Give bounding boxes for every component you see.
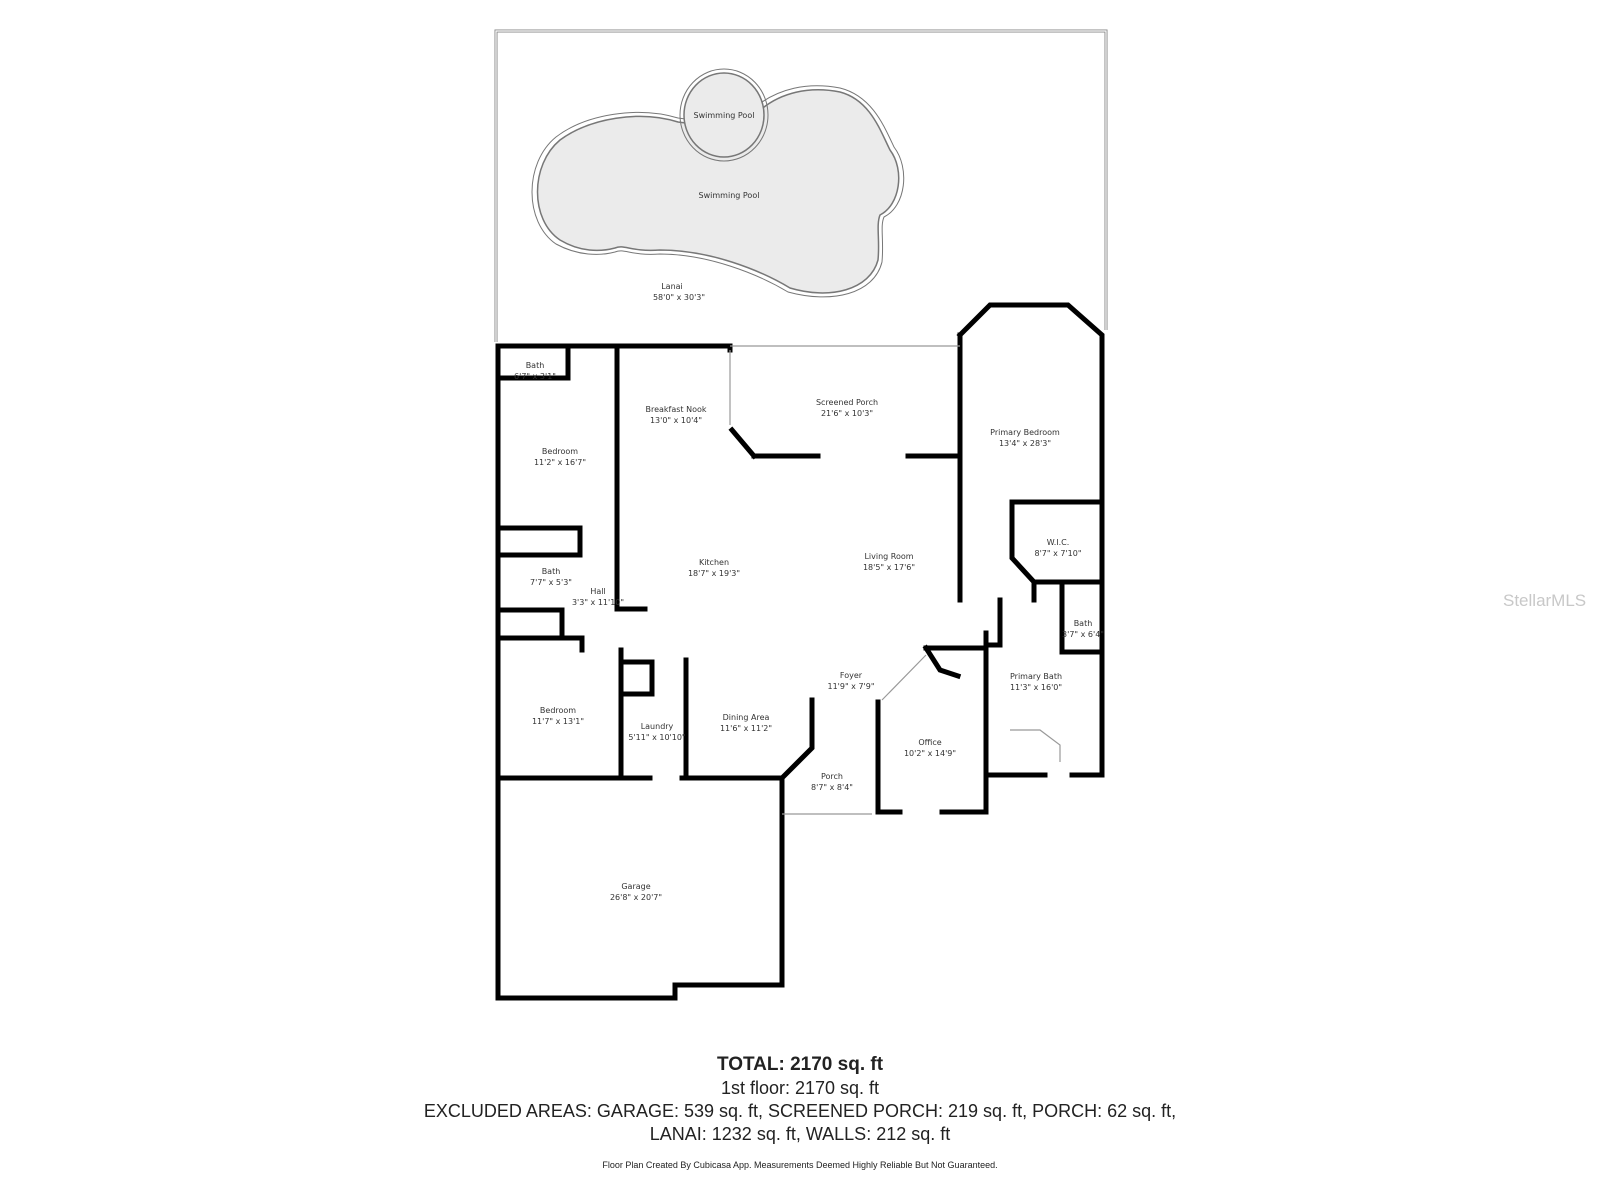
- svg-text:Lanai: Lanai: [661, 282, 683, 291]
- excluded-areas-line2: LANAI: 1232 sq. ft, WALLS: 212 sq. ft: [649, 1124, 951, 1144]
- svg-text:13'0" x 10'4": 13'0" x 10'4": [650, 416, 702, 425]
- disclaimer: Floor Plan Created By Cubicasa App. Meas…: [602, 1160, 998, 1170]
- svg-text:Laundry: Laundry: [641, 722, 674, 731]
- svg-text:11'6" x 11'2": 11'6" x 11'2": [720, 724, 772, 733]
- svg-text:11'3" x 16'0": 11'3" x 16'0": [1010, 683, 1062, 692]
- room-label-bedroom2: Bedroom 11'7" x 13'1": [532, 706, 584, 726]
- svg-text:5'11" x 10'10": 5'11" x 10'10": [628, 733, 685, 742]
- room-label-wic: W.I.C. 8'7" x 7'10": [1034, 538, 1081, 558]
- svg-text:Primary Bedroom: Primary Bedroom: [990, 428, 1060, 437]
- room-label-screened-porch: Screened Porch 21'6" x 10'3": [816, 398, 878, 418]
- svg-text:26'8" x 20'7": 26'8" x 20'7": [610, 893, 662, 902]
- room-label-primary-bath: Primary Bath 11'3" x 16'0": [1010, 672, 1062, 692]
- room-label-office: Office 10'2" x 14'9": [904, 738, 956, 758]
- room-label-pool-main: Swimming Pool: [699, 191, 760, 200]
- room-label-dining-area: Dining Area 11'6" x 11'2": [720, 713, 772, 733]
- pool-spa-coping: [679, 68, 769, 162]
- svg-text:Bath: Bath: [542, 567, 561, 576]
- svg-text:Breakfast Nook: Breakfast Nook: [645, 405, 706, 414]
- svg-text:Screened Porch: Screened Porch: [816, 398, 878, 407]
- svg-text:21'6" x 10'3": 21'6" x 10'3": [821, 409, 873, 418]
- room-label-bath2: Bath 7'7" x 5'3": [530, 567, 572, 587]
- svg-text:Dining Area: Dining Area: [723, 713, 770, 722]
- watermark: StellarMLS: [1503, 591, 1587, 610]
- svg-text:Bath: Bath: [1074, 619, 1093, 628]
- pool-main-coping: [531, 85, 905, 298]
- room-label-living-room: Living Room 18'5" x 17'6": [863, 552, 915, 572]
- svg-text:Swimming Pool: Swimming Pool: [699, 191, 760, 200]
- svg-text:58'0" x 30'3": 58'0" x 30'3": [653, 293, 705, 302]
- room-label-foyer: Foyer 11'9" x 7'9": [827, 671, 874, 691]
- svg-text:18'7" x 19'3": 18'7" x 19'3": [688, 569, 740, 578]
- svg-text:3'3" x 11'10": 3'3" x 11'10": [572, 598, 624, 607]
- svg-text:8'7" x 7'10": 8'7" x 7'10": [1034, 549, 1081, 558]
- svg-text:7'7" x 5'3": 7'7" x 5'3": [530, 578, 572, 587]
- svg-text:11'9" x 7'9": 11'9" x 7'9": [827, 682, 874, 691]
- lanai-enclosure: [494, 29, 1108, 342]
- walls: [495, 302, 1105, 1001]
- svg-text:W.I.C.: W.I.C.: [1047, 538, 1070, 547]
- svg-text:11'7" x 13'1": 11'7" x 13'1": [532, 717, 584, 726]
- room-label-garage: Garage 26'8" x 20'7": [610, 882, 662, 902]
- room-label-bedroom1: Bedroom 11'2" x 16'7": [534, 447, 586, 467]
- room-label-breakfast-nook: Breakfast Nook 13'0" x 10'4": [645, 405, 706, 425]
- svg-text:Primary Bath: Primary Bath: [1010, 672, 1062, 681]
- room-label-porch: Porch 8'7" x 8'4": [811, 772, 853, 792]
- room-label-primary-bedroom: Primary Bedroom 13'4" x 28'3": [990, 428, 1060, 448]
- svg-text:Foyer: Foyer: [840, 671, 863, 680]
- room-label-kitchen: Kitchen 18'7" x 19'3": [688, 558, 740, 578]
- room-label-lanai: Lanai 58'0" x 30'3": [653, 282, 705, 302]
- svg-text:3'7" x 6'4": 3'7" x 6'4": [1062, 630, 1104, 639]
- svg-text:6'7" x 3'1": 6'7" x 3'1": [514, 372, 556, 381]
- svg-text:Garage: Garage: [621, 882, 650, 891]
- svg-text:13'4" x 28'3": 13'4" x 28'3": [999, 439, 1051, 448]
- excluded-areas-line1: EXCLUDED AREAS: GARAGE: 539 sq. ft, SCRE…: [423, 1101, 1177, 1121]
- open-edges: [729, 345, 1061, 815]
- svg-text:Porch: Porch: [821, 772, 843, 781]
- svg-text:Swimming Pool: Swimming Pool: [694, 111, 755, 120]
- svg-text:Living Room: Living Room: [864, 552, 913, 561]
- svg-text:8'7" x 8'4": 8'7" x 8'4": [811, 783, 853, 792]
- room-label-bath3: Bath 3'7" x 6'4": [1062, 619, 1104, 639]
- room-label-bath1: Bath 6'7" x 3'1": [514, 361, 556, 381]
- svg-text:18'5" x 17'6": 18'5" x 17'6": [863, 563, 915, 572]
- svg-text:10'2" x 14'9": 10'2" x 14'9": [904, 749, 956, 758]
- svg-text:Kitchen: Kitchen: [699, 558, 729, 567]
- pool-main: [536, 89, 900, 294]
- svg-text:Bath: Bath: [526, 361, 545, 370]
- svg-text:Bedroom: Bedroom: [542, 447, 578, 456]
- room-label-pool-small: Swimming Pool: [694, 111, 755, 120]
- pool-spa: [683, 72, 765, 158]
- svg-text:11'2" x 16'7": 11'2" x 16'7": [534, 458, 586, 467]
- room-label-laundry: Laundry 5'11" x 10'10": [628, 722, 685, 742]
- floor-area: 1st floor: 2170 sq. ft: [720, 1078, 880, 1098]
- svg-text:Bedroom: Bedroom: [540, 706, 576, 715]
- svg-text:Hall: Hall: [590, 587, 605, 596]
- total-area: TOTAL: 2170 sq. ft: [716, 1054, 884, 1075]
- room-label-hall: Hall 3'3" x 11'10": [572, 587, 624, 607]
- svg-text:Office: Office: [918, 738, 941, 747]
